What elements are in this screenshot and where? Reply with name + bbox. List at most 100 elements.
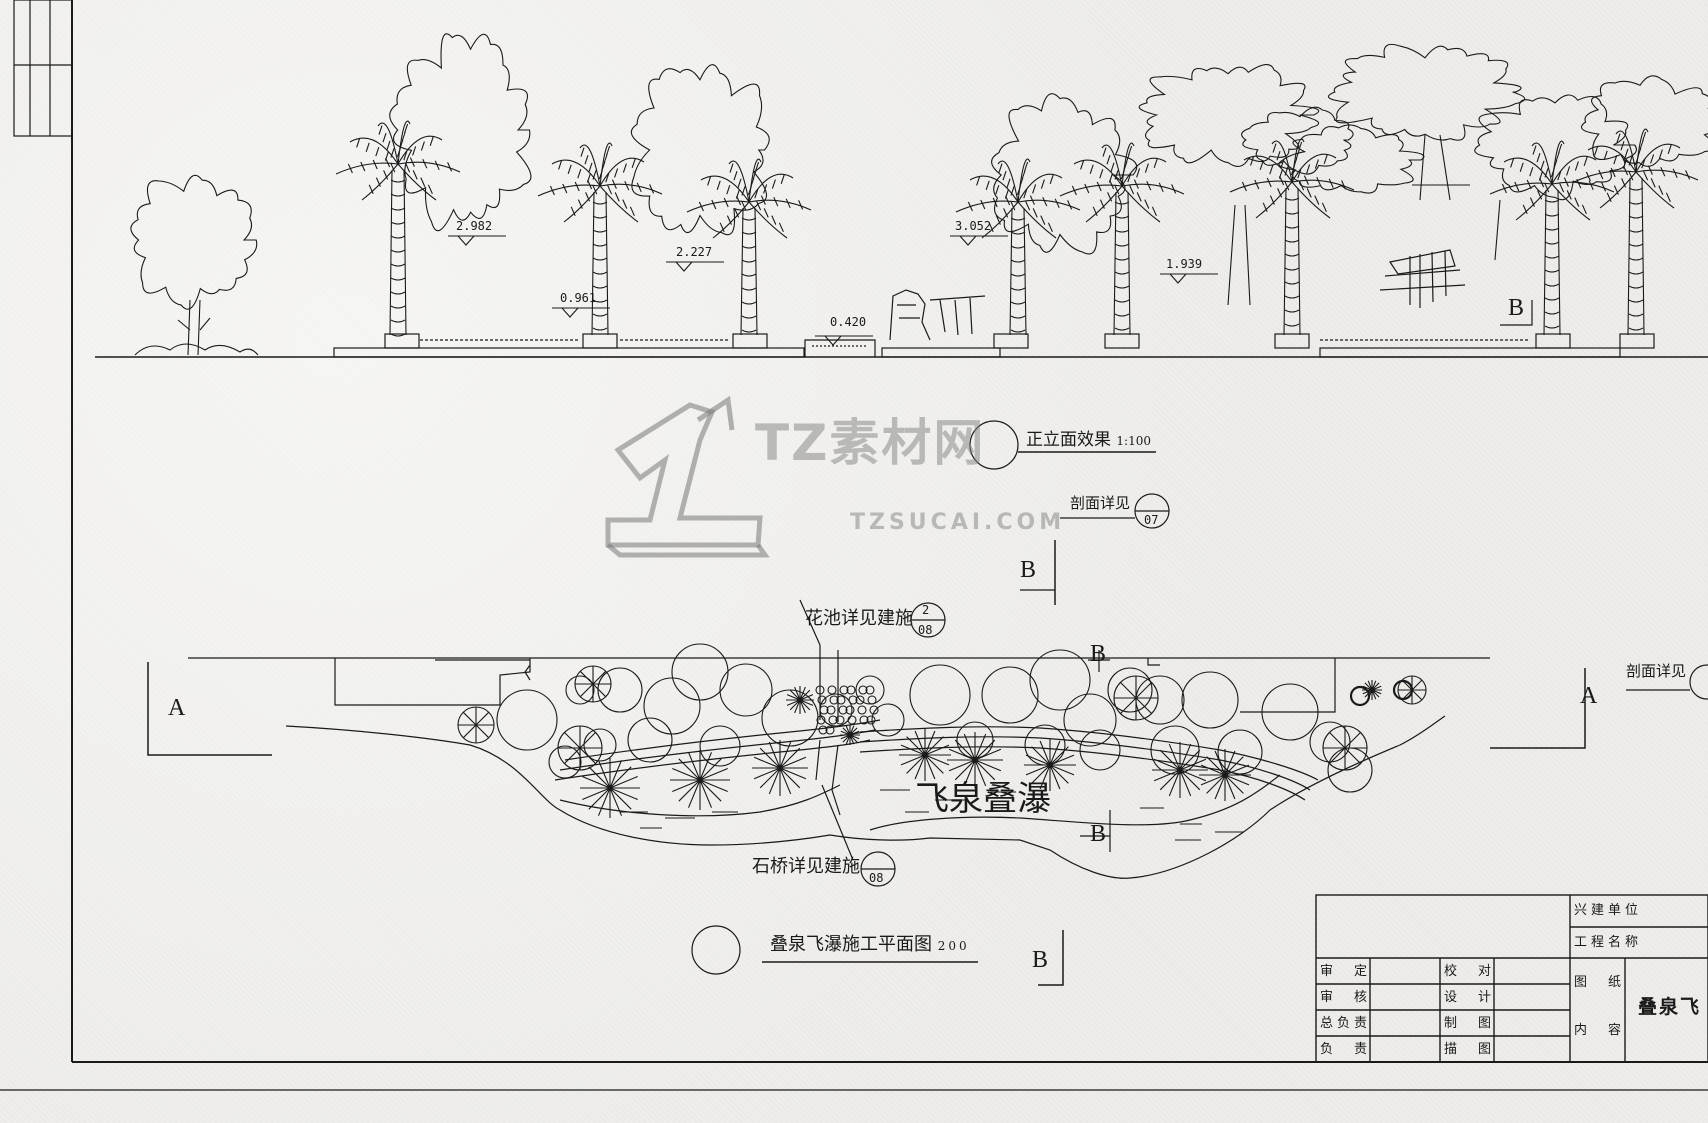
tree-plan-symbol <box>1113 675 1159 721</box>
plan-title-marker-letter: B <box>1032 947 1049 973</box>
tree-plan-symbol <box>1322 725 1368 771</box>
level-marker <box>815 335 873 346</box>
elevation-section-marker: B <box>1508 295 1525 321</box>
shrub-symbol <box>1079 729 1121 771</box>
shrub-symbol <box>1327 747 1373 793</box>
shrub-symbol <box>1029 649 1091 711</box>
elevation-markers <box>448 235 1218 346</box>
elev-label-5: 3.052 <box>955 219 992 233</box>
ground-shrub <box>134 343 259 356</box>
palm-plan-symbol <box>1362 680 1382 700</box>
pebble-symbol <box>839 685 849 695</box>
tree-trunk <box>1494 199 1501 261</box>
elev-label-4: 0.420 <box>830 315 867 329</box>
palm-plan-symbol <box>899 729 951 781</box>
shrub-symbol <box>1063 693 1117 747</box>
plan-section-label-b-mid: B <box>1090 641 1107 667</box>
tree-crown <box>389 33 532 232</box>
shrub-symbol <box>583 728 617 762</box>
palm-tree <box>1059 142 1185 336</box>
section-A-right <box>1490 668 1586 749</box>
elevation-title: 正立面效果 1:100 <box>1026 430 1151 450</box>
tb-pair-1: 校 对 <box>1444 964 1496 979</box>
level-marker <box>666 261 724 272</box>
elevation-section-ref-label: 剖面详见 <box>1070 494 1131 512</box>
tree-crown <box>1241 106 1354 175</box>
tree-plan-symbol <box>557 725 603 771</box>
rockery-cascade <box>889 249 1466 341</box>
shrub-symbol <box>1135 675 1185 725</box>
pebble-symbol <box>828 715 838 725</box>
tree-trunk <box>1227 204 1251 306</box>
tb-role-4: 负 责 <box>1320 1042 1372 1057</box>
tree-crown <box>1474 94 1637 201</box>
shrub-symbol <box>1217 729 1263 775</box>
tree-crown <box>1327 43 1526 141</box>
pebble-symbol <box>857 705 867 715</box>
palm-tree <box>1229 138 1355 336</box>
pebble-symbol <box>846 685 856 695</box>
pebble-symbol <box>825 725 835 735</box>
shrub-symbol <box>871 703 905 737</box>
shrub-symbol <box>565 675 595 705</box>
elev-label-6: 1.939 <box>1166 257 1203 271</box>
tree-plan-symbol <box>1397 675 1427 705</box>
level-marker <box>448 235 506 246</box>
tb-pair-3: 制 图 <box>1444 1016 1496 1031</box>
pebble-symbol <box>835 715 845 725</box>
title-block-grid <box>1315 894 1708 1063</box>
pebble-symbol <box>847 715 857 725</box>
tb-drawing-name: 叠泉飞 <box>1638 996 1702 1018</box>
shrub-symbol <box>855 675 885 705</box>
plan-main-label: 飞泉叠瀑 <box>915 779 1051 819</box>
pebble-symbol <box>838 705 848 715</box>
pebble-symbol <box>859 715 869 725</box>
shrub-symbol <box>496 689 558 751</box>
shrub-symbol <box>761 689 819 747</box>
shrub-symbol <box>1181 671 1239 729</box>
tree-crown <box>130 174 258 310</box>
plan-section-label-a-right: A <box>1580 683 1598 709</box>
watermark-logo <box>605 395 770 558</box>
pebble-symbol <box>826 705 836 715</box>
pebble-symbol <box>858 685 868 695</box>
plan-shrubs <box>496 643 1373 793</box>
pebble-symbol <box>815 685 825 695</box>
plan-section-label-b-bottom: B <box>1090 821 1107 847</box>
plan-title: 叠泉飞瀑施工平面图 200 <box>770 934 970 955</box>
palm-plan-symbol <box>947 732 1003 788</box>
palm-plan-symbol <box>786 686 814 714</box>
pebble-symbol <box>827 685 837 695</box>
callout-planter-text: 花池详见建施 <box>805 608 913 629</box>
pond-outline <box>285 715 1446 879</box>
tb-pair-4: 描 图 <box>1444 1042 1496 1057</box>
shrub-symbol <box>1150 725 1200 775</box>
pebble-symbol <box>869 705 879 715</box>
palm-dot-symbol <box>1349 685 1371 707</box>
elevation-section-ref-number: 07 <box>1144 513 1159 527</box>
pebble-symbol <box>816 715 826 725</box>
tb-role-2: 审 核 <box>1320 990 1372 1005</box>
pebble-symbol <box>865 685 875 695</box>
tree-crown <box>1278 124 1425 194</box>
plan-boundary <box>188 657 1490 713</box>
water-ripples <box>620 789 1243 841</box>
pebble-symbol <box>836 695 846 705</box>
section-A-left <box>147 662 272 756</box>
pebble-symbol <box>867 695 877 705</box>
tree-plan-symbol <box>574 665 612 703</box>
callout-planter-top: 2 <box>922 603 930 617</box>
plan-palm-symbols <box>580 680 1382 818</box>
shrub-symbol <box>643 677 701 735</box>
shrub-symbol <box>548 745 582 779</box>
plan-title-circle <box>691 925 741 975</box>
elev-label-3: 2.227 <box>676 245 713 259</box>
watermark-url: TZSUCAI.COM <box>850 510 1066 535</box>
palm-plan-symbol <box>1199 749 1251 801</box>
right-ref-bubble <box>1689 664 1708 700</box>
plan-right-ref-label: 剖面详见 <box>1626 662 1687 680</box>
pebble-symbol <box>819 705 829 715</box>
palm-tree <box>686 158 812 336</box>
